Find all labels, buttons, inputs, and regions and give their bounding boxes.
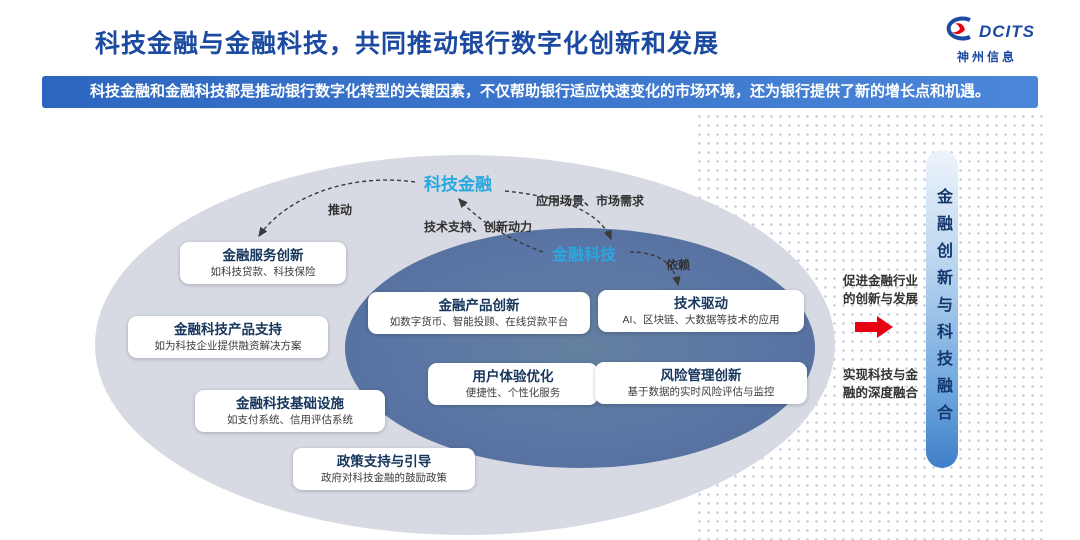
fintech-label: 金融科技 [552,247,617,264]
card-title: 金融服务创新 [222,248,304,263]
fusion-capsule-text: 金融创新与科技融合 [934,187,951,431]
logo-company-text: 神州信息 [956,50,1017,64]
card-fintech-infrastructure: 金融科技基础设施 如支付系统、信用评估系统 [195,390,385,433]
card-title: 风险管理创新 [660,368,742,383]
card-desc: AI、区块链、大数据等技术的应用 [622,313,780,326]
card-title: 金融科技产品支持 [174,322,282,337]
tech-finance-label: 科技金融 [424,175,492,194]
logo-brand-text: DCITS [979,21,1035,41]
card-title: 政策支持与引导 [336,454,432,469]
card-user-experience: 用户体验优化 便捷性、个性化服务 [428,363,598,406]
card-desc: 如数字货币、智能投顾、在线贷款平台 [389,315,569,328]
label-push: 推动 [328,203,353,217]
card-title: 技术驱动 [674,296,728,311]
label-application: 应用场景、市场需求 [536,194,645,208]
outcome-bottom-text: 实现科技与金融的深度融合 [843,368,919,401]
card-technology-driven: 技术驱动 AI、区块链、大数据等技术的应用 [598,290,804,333]
card-desc: 便捷性、个性化服务 [465,386,561,399]
summary-banner: 科技金融和金融科技都是推动银行数字化转型的关键因素，不仅帮助银行适应快速变化的市… [42,76,1038,108]
card-risk-management: 风险管理创新 基于数据的实时风险评估与监控 [595,362,807,405]
card-desc: 基于数据的实时风险评估与监控 [627,385,775,398]
card-desc: 如为科技企业提供融资解决方案 [154,339,302,352]
fusion-capsule: 金融创新与科技融合 [926,150,958,468]
page-title: 科技金融与金融科技，共同推动银行数字化创新和发展 [95,30,720,58]
card-desc: 如科技贷款、科技保险 [210,265,316,278]
card-desc: 如支付系统、信用评估系统 [227,413,353,426]
dcits-swoosh-icon [939,16,975,47]
outcome-top-text: 促进金融行业的创新与发展 [843,274,919,307]
card-fintech-product-support: 金融科技产品支持 如为科技企业提供融资解决方案 [128,316,328,359]
label-support: 技术支持、创新动力 [424,220,533,234]
card-financial-product-innovation: 金融产品创新 如数字货币、智能投顾、在线贷款平台 [368,292,590,335]
card-title: 金融产品创新 [438,298,520,313]
card-desc: 政府对科技金融的鼓励政策 [321,471,447,484]
right-arrow-icon [855,316,893,343]
card-title: 用户体验优化 [472,369,554,384]
card-title: 金融科技基础设施 [236,396,344,411]
card-policy-support: 政策支持与引导 政府对科技金融的鼓励政策 [293,448,475,491]
fintech-ellipse [345,228,815,468]
dcits-logo: DCITS 神州信息 [928,16,1046,65]
label-depend: 依赖 [666,258,691,272]
card-financial-service-innovation: 金融服务创新 如科技贷款、科技保险 [180,242,346,285]
